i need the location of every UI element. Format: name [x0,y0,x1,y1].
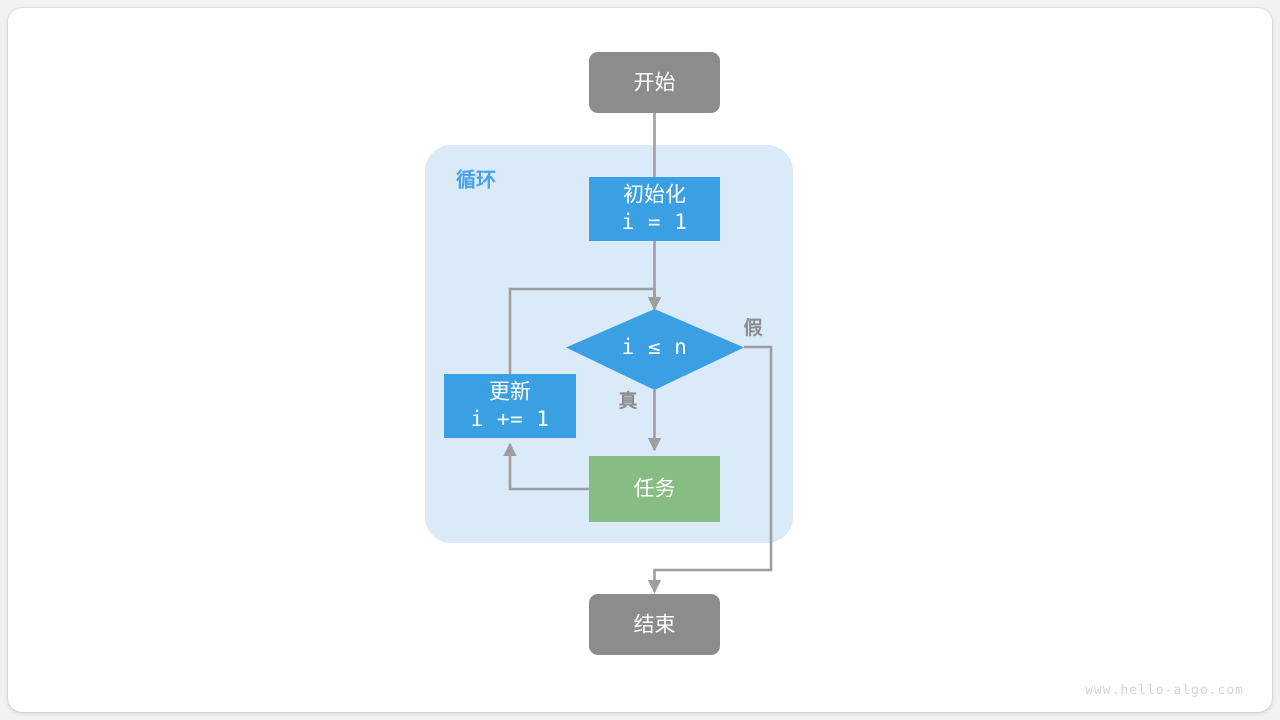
loop-group-label: 循环 [456,167,496,191]
node-start-label: 开始 [634,72,676,95]
node-task-label: 任务 [634,478,676,501]
node-update[interactable]: 更新 i += 1 [444,374,576,438]
node-init-label-line2: i = 1 [622,210,688,234]
node-update-label-line2: i += 1 [471,407,550,431]
node-task[interactable]: 任务 [589,456,720,522]
edge-condition-false-to-end [647,345,773,594]
edge-update-to-condition [508,287,662,374]
edge-label-true: 真 [618,389,637,412]
node-condition-label: i ≤ n [622,335,688,359]
node-condition[interactable]: i ≤ n [566,309,744,390]
node-update-label-line1: 更新 [489,381,531,404]
edge-label-false: 假 [743,316,762,339]
node-end-label: 结束 [634,614,676,637]
watermark: www.hello-algo.com [1085,683,1244,698]
edge-task-to-update [503,442,589,491]
node-start[interactable]: 开始 [589,52,720,113]
node-init[interactable]: 初始化 i = 1 [589,177,720,241]
node-end[interactable]: 结束 [589,594,720,655]
node-init-label-line1: 初始化 [623,184,686,207]
